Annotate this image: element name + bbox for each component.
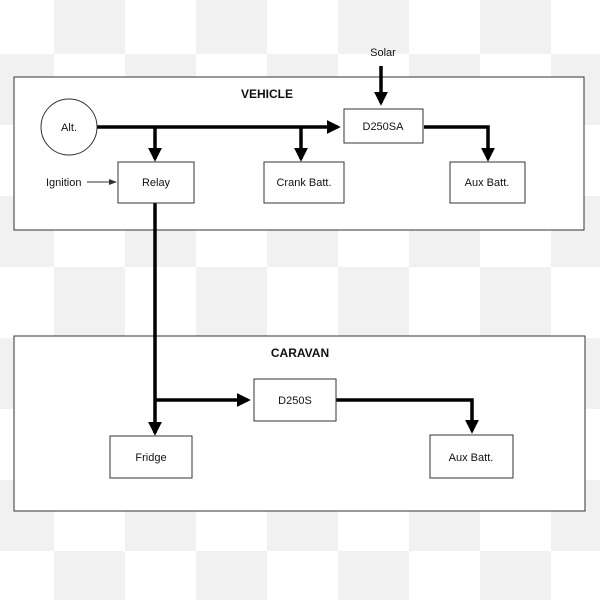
solar-label: Solar [370,47,396,59]
alternator-label: Alt. [61,122,77,134]
alternator-circle [40,98,98,156]
d250s-box [253,378,337,422]
d250sa-label: D250SA [363,121,405,133]
caravan-aux-batt-label: Aux Batt. [449,452,494,464]
d250sa-to-aux-batt-line [424,125,495,162]
relay-label: Relay [142,177,171,189]
fridge-label: Fridge [135,452,166,464]
d250sa-box [343,108,424,144]
crank-batt-box [263,161,345,204]
vehicle-section [13,76,585,231]
fridge-box [109,435,193,479]
vehicle-aux-batt-box [449,161,526,204]
crank-batt-label: Crank Batt. [276,177,331,189]
caravan-section [13,335,586,512]
vehicle-title: VEHICLE [241,87,293,101]
d250s-to-aux-batt-line [336,398,479,434]
d250s-label: D250S [278,395,312,407]
caravan-title: CARAVAN [271,346,329,360]
caravan-aux-batt-box [429,434,514,479]
vehicle-aux-batt-label: Aux Batt. [465,177,510,189]
relay-box [117,161,195,204]
ignition-label: Ignition [46,177,81,189]
